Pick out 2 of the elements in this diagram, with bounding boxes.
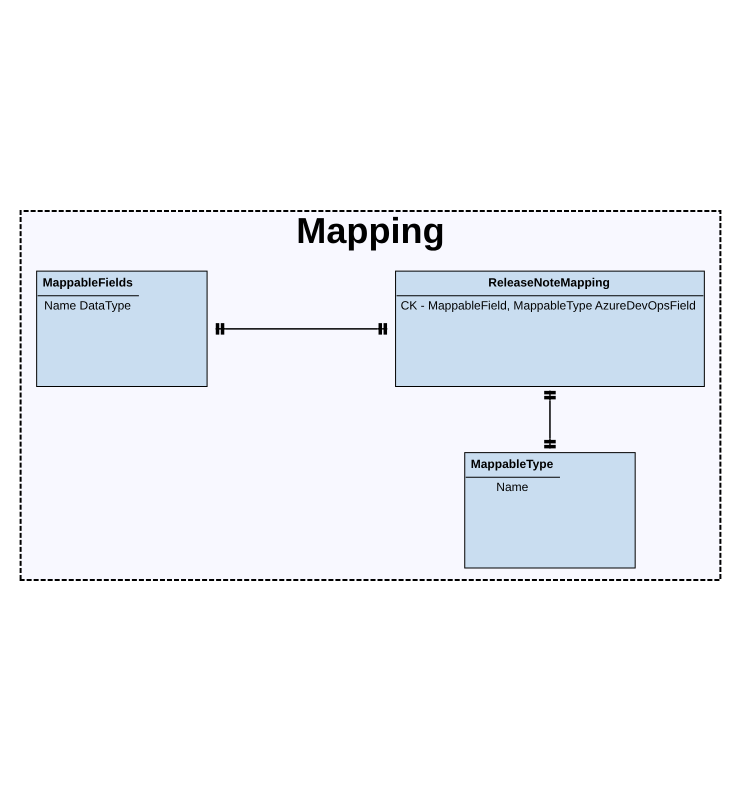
connector (544, 390, 556, 449)
connector (216, 323, 388, 335)
